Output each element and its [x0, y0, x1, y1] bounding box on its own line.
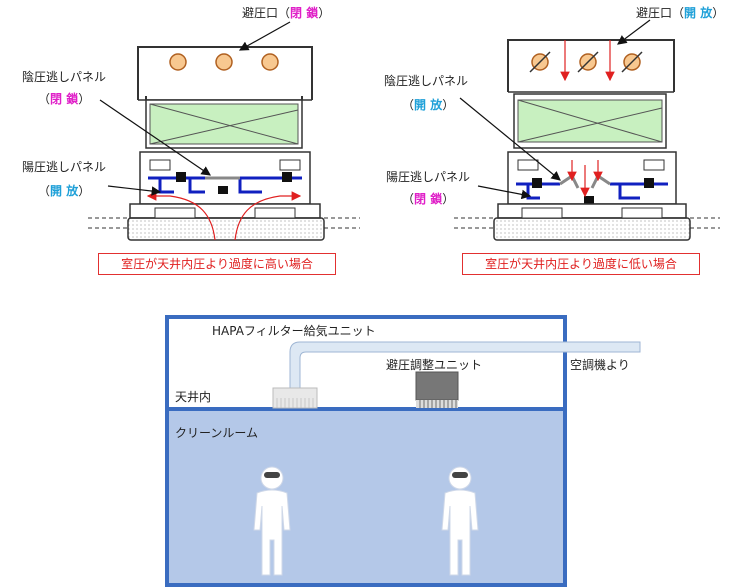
right-condition-box: 室圧が天井内圧より過度に低い場合: [462, 253, 700, 275]
cleanroom-label: クリーンルーム: [175, 426, 259, 440]
left-relief-neg-state-group: （閉 鎖）: [38, 92, 91, 106]
ceiling-label: 天井内: [175, 390, 212, 404]
left-relief-pos-label: 陽圧逃しパネル: [22, 160, 107, 174]
pressure-unit-label: 避圧調整ユニット: [386, 358, 483, 372]
vent-circle: [261, 53, 279, 71]
left-relief-pos-state: 開 放: [50, 184, 79, 198]
left-condition-box: 室圧が天井内圧より過度に高い場合: [98, 253, 336, 275]
right-vent-label-group: 避圧口（開 放）: [636, 6, 725, 20]
left-vent-label: 避圧口: [242, 6, 279, 20]
hepa-unit-label: HAPAフィルター給気ユニット: [212, 324, 376, 338]
right-relief-neg-state: 開 放: [414, 98, 443, 112]
pressure-adjust-unit: [415, 371, 459, 401]
room-diagram: [165, 315, 641, 587]
left-unit: [88, 21, 360, 241]
left-housing: [137, 46, 313, 100]
right-relief-neg-state-group: （開 放）: [402, 98, 455, 112]
left-vent-label-group: 避圧口（閉 鎖）: [242, 6, 331, 20]
right-vent-label: 避圧口: [636, 6, 673, 20]
person-icon: [441, 466, 479, 576]
left-relief-neg-state: 閉 鎖: [50, 92, 79, 106]
right-relief-pos-state-group: （閉 鎖）: [402, 192, 455, 206]
person-icon: [253, 466, 291, 576]
supply-duct: [289, 341, 641, 389]
vent-circle: [215, 53, 233, 71]
right-housing: [507, 39, 675, 92]
right-relief-pos-label: 陽圧逃しパネル: [386, 170, 471, 184]
left-relief-pos-state-group: （開 放）: [38, 184, 91, 198]
right-vent-state: 開 放: [684, 6, 713, 20]
left-vent-state: 閉 鎖: [290, 6, 319, 20]
vent-circle: [169, 53, 187, 71]
from-ac-label: 空調機より: [570, 358, 630, 372]
left-relief-neg-label: 陰圧逃しパネル: [22, 70, 107, 84]
right-relief-pos-state: 閉 鎖: [414, 192, 443, 206]
hepa-unit: [272, 387, 318, 409]
right-relief-neg-label: 陰圧逃しパネル: [384, 74, 469, 88]
cleanroom-area: [169, 409, 563, 583]
right-unit: [454, 19, 720, 241]
